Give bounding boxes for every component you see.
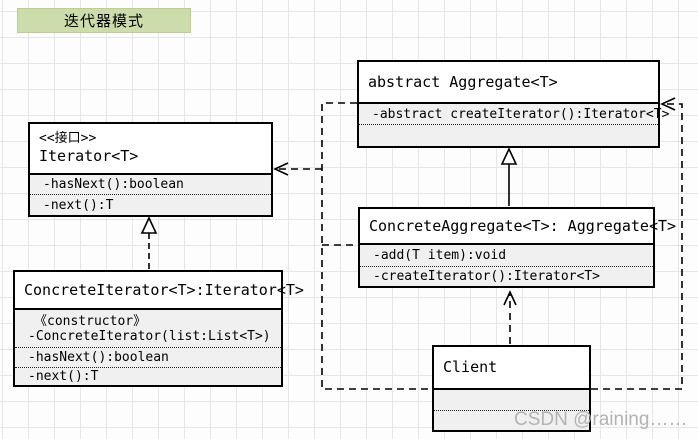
class-aggregate-name: abstract Aggregate<T> — [368, 72, 558, 91]
constructor-stereotype: 《constructor》 — [34, 313, 147, 329]
class-client-header: Client — [434, 347, 589, 388]
class-aggregate-header: abstract Aggregate<T> — [359, 62, 658, 102]
member-empty — [434, 388, 589, 410]
generalization-triangle-aggregate — [500, 147, 518, 165]
class-client: Client — [432, 345, 591, 432]
member-hasnext: -hasNext():boolean — [15, 347, 281, 367]
member-next: -next():T — [30, 194, 271, 215]
dependency-arrow-to-iterator — [273, 162, 289, 176]
class-iterator-name: Iterator<T> — [39, 147, 139, 165]
class-aggregate: abstract Aggregate<T> -abstract createIt… — [357, 60, 669, 148]
class-iterator-header: <<接口>> Iterator<T> — [30, 124, 271, 173]
member-empty — [359, 124, 658, 146]
class-concrete-aggregate-name: ConcreteAggregate<T>: Aggregate<T> — [369, 216, 677, 235]
class-concrete-aggregate-header: ConcreteAggregate<T>: Aggregate<T> — [360, 209, 677, 243]
member-hasnext: -hasNext():boolean — [30, 173, 271, 194]
class-iterator: <<接口>> Iterator<T> -hasNext():boolean -n… — [28, 122, 273, 217]
member-create-iterator: -createIterator():Iterator<T> — [360, 266, 653, 286]
class-iterator-stereotype: <<接口>> — [39, 131, 97, 146]
class-concrete-iterator-name: ConcreteIterator<T>:Iterator<T> — [24, 280, 304, 299]
member-constructor: 《constructor》 -ConcreteIterator(list:Lis… — [15, 308, 281, 347]
member-add: -add(T item):void — [360, 243, 653, 266]
diagram-title-label: 迭代器模式 — [63, 12, 144, 30]
csdn-watermark: CSDN @raining…… — [514, 409, 688, 430]
member-create-iterator: -abstract createIterator():Iterator<T> — [359, 102, 669, 124]
diagram-title: 迭代器模式 — [17, 8, 191, 33]
class-concrete-iterator: ConcreteIterator<T>:Iterator<T> 《constru… — [13, 270, 304, 387]
class-concrete-iterator-header: ConcreteIterator<T>:Iterator<T> — [15, 272, 304, 308]
constructor-signature: -ConcreteIterator(list:List<T>) — [28, 328, 271, 344]
class-client-name: Client — [443, 358, 498, 376]
class-concrete-aggregate: ConcreteAggregate<T>: Aggregate<T> -add(… — [358, 207, 677, 288]
member-empty — [434, 410, 589, 430]
dependency-arrow-to-concrete-aggregate — [503, 290, 517, 306]
member-next: -next():T — [15, 367, 281, 385]
realization-triangle-iterator — [140, 216, 158, 234]
